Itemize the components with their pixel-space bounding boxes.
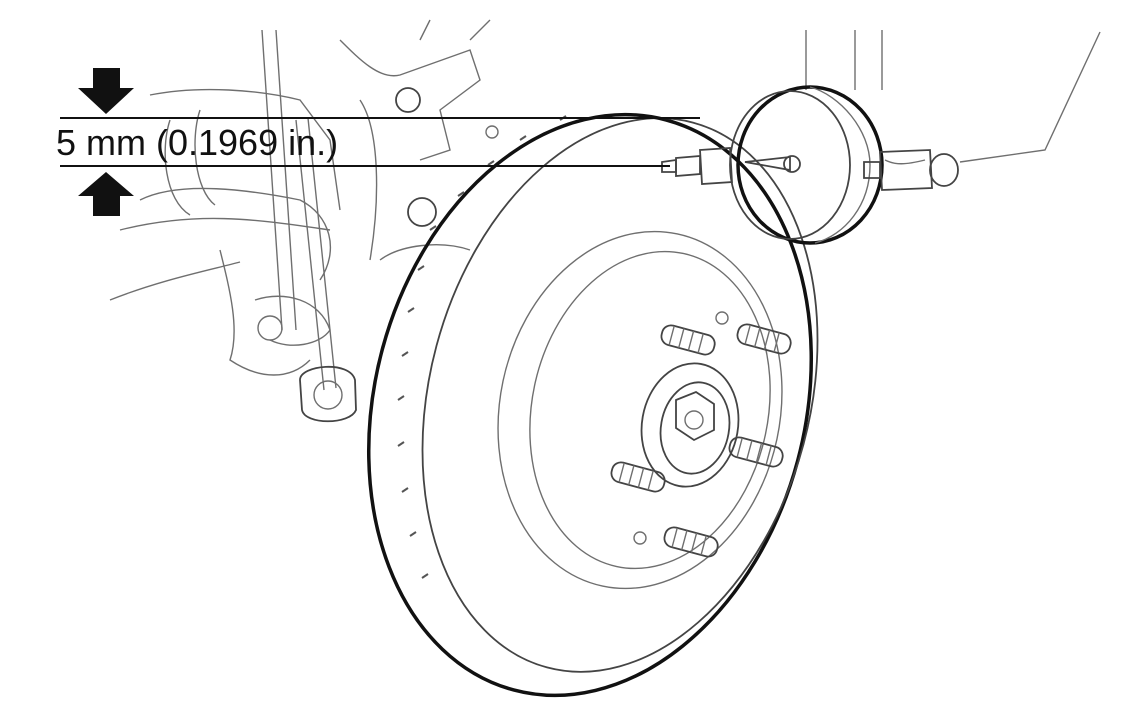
arrow-up-icon: [78, 172, 134, 216]
wheel-stud: [610, 461, 666, 493]
wheel-stud: [660, 324, 716, 356]
wheel-stud: [736, 323, 792, 355]
measurement-label: 5 mm (0.1969 in.): [56, 122, 338, 163]
dimension-lines: [60, 117, 700, 167]
brake-disc: [366, 112, 819, 698]
wheel-studs: [610, 311, 792, 558]
arrow-down-icon: [78, 68, 134, 114]
wheel-stud: [663, 526, 719, 558]
vent-slots: [397, 115, 567, 579]
plunger: [661, 147, 733, 185]
wheel-stud: [728, 436, 784, 468]
back-lug: [863, 149, 959, 191]
dial-indicator: [661, 30, 1101, 245]
steering-knuckle: [109, 19, 499, 376]
wheel-hub: [640, 362, 740, 488]
